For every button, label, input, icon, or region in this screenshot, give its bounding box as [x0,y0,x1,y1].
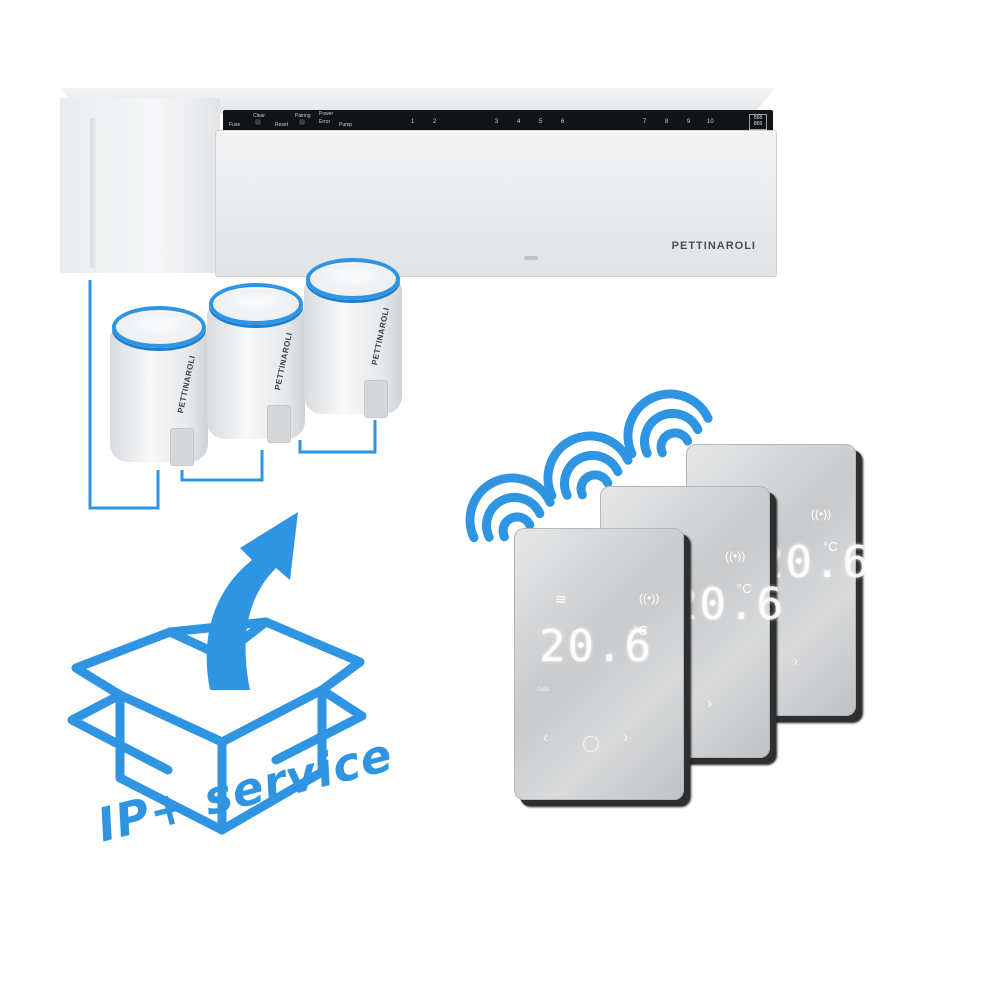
actuator-tab [364,380,388,418]
nav-left-icon: ‹ [543,729,549,746]
wire-3 [298,420,377,454]
actuator-body: PETTINAROLI [304,280,402,418]
thermostat-temperature: 20.6 [671,579,785,630]
label-pairing: Pairing [295,113,311,119]
nav-right-icon: › [623,729,629,746]
antenna-icon: ((•)) [811,507,832,521]
wire-1 [88,280,160,510]
actuator-body: PETTINAROLI [207,305,305,443]
actuator-cap-top [122,312,196,338]
zone-6: 6 [561,119,565,125]
actuator-cap [209,283,303,325]
ok-button-icon [583,736,599,752]
antenna-icon: ((•)) [639,591,660,605]
led-clear [255,119,261,125]
nav-right-icon: › [793,653,799,670]
actuator-cap [112,306,206,348]
frequency-badge: 868 869 [749,114,767,130]
zone-9: 9 [687,119,691,125]
actuator-cap-top [219,289,293,315]
zone-7: 7 [643,119,647,125]
wiring-center-controller: Fuse Clear Reset Pairing Power Error Pum… [60,88,777,278]
thermostat-temperature: 20.6 [757,537,871,588]
label-clear: Clear [253,113,265,119]
label-reset: Reset [275,122,289,128]
led-pairing [299,119,305,125]
label-power: Power [319,111,334,117]
controller-front-cover: PETTINAROLI [215,130,777,277]
nav-right-icon: › [707,695,713,712]
wire-2 [180,450,264,482]
zone-10: 10 [707,119,714,125]
thermostat-temperature: 20.6 [539,621,653,672]
zone-5: 5 [539,119,543,125]
actuator-cap [306,258,400,300]
temperature-unit: °C [823,539,838,554]
actuator-tab [170,428,194,466]
controller-side [60,98,220,273]
controller-brand-logo: PETTINAROLI [671,240,756,252]
zone-2: 2 [433,119,437,125]
label-pump: Pump [339,122,353,128]
mode-label: Auto [537,687,550,693]
zone-1: 1 [411,119,415,125]
actuator-1: PETTINAROLI [110,306,208,466]
label-error: Error [319,119,331,125]
actuator-2: PETTINAROLI [207,283,305,443]
actuator-tab [267,405,291,443]
temperature-unit: °C [737,581,752,596]
controller-led-slot [524,256,538,260]
actuator-3: PETTINAROLI [304,258,402,418]
zone-4: 4 [517,119,521,125]
zone-3: 3 [495,119,499,125]
actuator-cap-top [316,264,390,290]
thermostat-1: ≋ ((•)) 20.6 °C Auto ‹ › [514,528,684,800]
controller-rib [90,118,98,268]
zone-8: 8 [665,119,669,125]
label-fuse: Fuse [229,122,241,128]
actuator-body: PETTINAROLI [110,328,208,466]
indicator-strip: Fuse Clear Reset Pairing Power Error Pum… [223,110,773,132]
arrow-up-icon [206,512,298,690]
heating-icon: ≋ [555,591,567,607]
antenna-icon: ((•)) [725,549,746,563]
temperature-unit: °C [633,623,648,638]
